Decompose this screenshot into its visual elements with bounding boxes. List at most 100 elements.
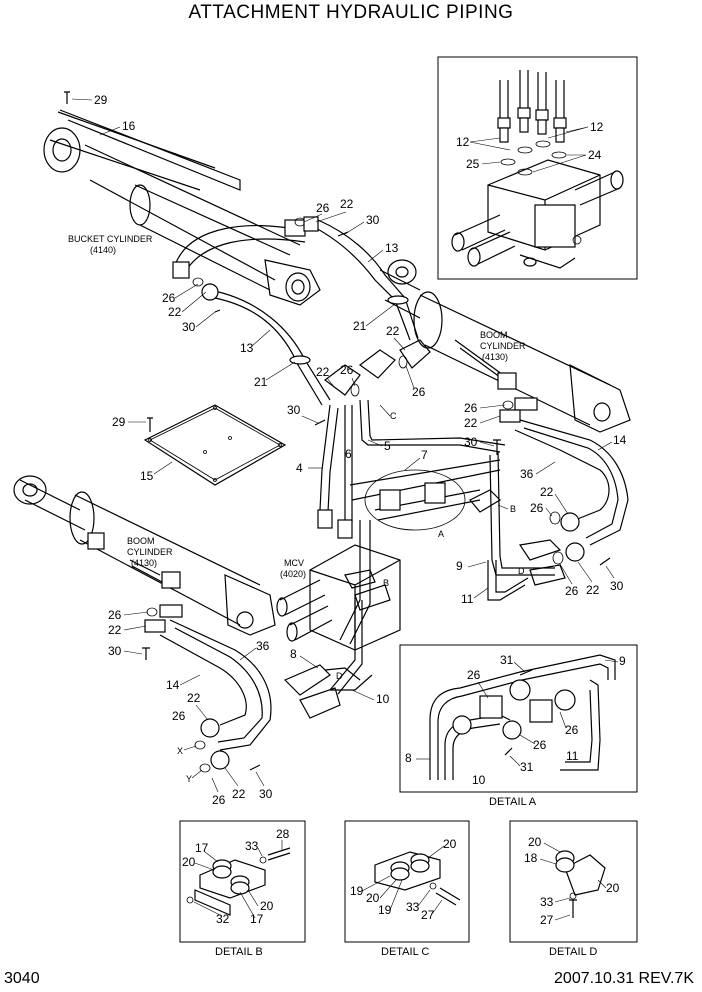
pipe-13-right: 26 22 30 13 21 [294,197,419,341]
callout-16: 16 [122,119,136,133]
detail-d-frame [509,820,638,943]
callout-20: 20 [182,855,196,869]
detail-b-box: 28 33 17 20 20 32 17 DETAIL B [179,820,306,958]
callout-26: 26 [464,401,478,415]
callout-9: 9 [456,559,463,573]
callout-26: 26 [565,723,579,737]
detail-a-box: 31 9 26 26 26 11 8 31 10 DETAIL A [399,644,638,808]
callout-29: 29 [112,415,126,429]
callout-14: 14 [166,678,180,692]
page-number: 3040 [4,970,40,987]
callout-8: 8 [290,647,297,661]
callout-31: 31 [500,653,514,667]
detail-c-title: DETAIL C [381,946,429,958]
callout-22: 22 [168,305,182,319]
callout-26: 26 [533,738,547,752]
callout-26: 26 [565,584,579,598]
callout-11: 11 [566,749,579,763]
bucket-cylinder: 29 16 BUCKET CYLINDER (4140) [43,91,321,306]
callout-19: 19 [350,884,364,898]
callout-22: 22 [540,485,554,499]
detail-b-title: DETAIL B [215,946,263,958]
callout-36: 36 [520,467,534,481]
callout-13: 13 [240,341,254,355]
mcv-code: (4020) [280,569,306,579]
callout-B: B [383,578,389,588]
callout-10: 10 [376,692,390,706]
detail-c-box: 20 19 20 19 33 27 DETAIL C [344,820,470,958]
callout-20: 20 [443,837,457,851]
callout-24: 24 [588,148,602,162]
callout-12: 12 [456,135,470,149]
lines-8-10: 8 D 10 [283,647,390,719]
callout-22: 22 [232,787,246,801]
callout-C: C [390,411,397,421]
page-title: ATTACHMENT HYDRAULIC PIPING [188,2,514,23]
callout-20: 20 [528,835,542,849]
callout-Y: Y [186,774,192,784]
callout-14: 14 [613,433,627,447]
bucket-cylinder-code: (4140) [90,245,116,255]
callout-9: 9 [619,654,626,668]
callout-27: 27 [421,908,435,922]
inset-frame [437,56,638,280]
callout-20: 20 [366,891,380,905]
callout-D: D [336,671,343,681]
callout-10: 10 [472,773,486,787]
callout-22: 22 [586,583,600,597]
callout-30: 30 [108,644,122,658]
callout-18: 18 [524,851,538,865]
callout-31: 31 [520,760,534,774]
callout-33: 33 [540,895,554,909]
boom-cylinder-label: BOOM [480,330,508,340]
callout-36: 36 [256,639,270,653]
callout-X: X [177,746,183,756]
callout-6: 6 [345,447,352,461]
callout-27: 27 [540,913,554,927]
center-flanges: 22 26 22 26 C 30 [287,324,431,426]
lines-9-11: 9 D 11 [456,539,566,606]
callout-22: 22 [316,365,330,379]
callout-33: 33 [245,839,259,853]
callout-13: 13 [385,241,399,255]
boom-cylinder-label: BOOM [127,536,155,546]
vertical-pipes: 4 6 5 7 [296,399,506,539]
callout-29: 29 [94,93,108,107]
callout-22: 22 [386,324,400,338]
detail-a-frame [399,644,638,793]
callout-19: 19 [378,903,392,917]
callout-30: 30 [259,787,273,801]
callout-30: 30 [366,213,380,227]
callout-26: 26 [316,201,330,215]
pipe-13-left: 26 22 30 13 21 [162,277,331,406]
mcv-valve: MCV (4020) B [276,544,401,695]
detail-d-title: DETAIL D [549,946,597,958]
callout-33: 33 [406,900,420,914]
detail-b-frame [179,820,306,943]
callout-28: 28 [276,827,290,841]
callout-D: D [518,566,525,576]
callout-22: 22 [108,623,122,637]
callout-17: 17 [250,912,264,926]
callout-20: 20 [606,881,620,895]
callout-26: 26 [467,668,481,682]
callout-4: 4 [296,461,303,475]
detail-d-box: 20 18 20 33 27 DETAIL D [509,820,638,958]
boom-cylinder-right: BOOM CYLINDER (4130) [379,259,631,433]
callout-26: 26 [530,501,544,515]
callout-15: 15 [140,469,154,483]
detail-a-region: A B [339,451,555,645]
callout-30: 30 [287,403,301,417]
right-lines-14-36: 26 22 30 14 36 22 26 26 22 30 [464,397,629,598]
callout-12: 12 [590,120,604,134]
callout-11: 11 [461,592,474,606]
callout-26: 26 [172,709,186,723]
callout-30: 30 [610,579,624,593]
revision-date: 2007.10.31 REV.7K [554,970,694,987]
callout-8: 8 [405,751,412,765]
callout-30: 30 [464,435,478,449]
callout-5: 5 [384,439,391,453]
boom-cylinder-label: CYLINDER [480,341,526,351]
callout-22: 22 [187,691,201,705]
boom-cylinder-code: (4130) [131,558,157,568]
